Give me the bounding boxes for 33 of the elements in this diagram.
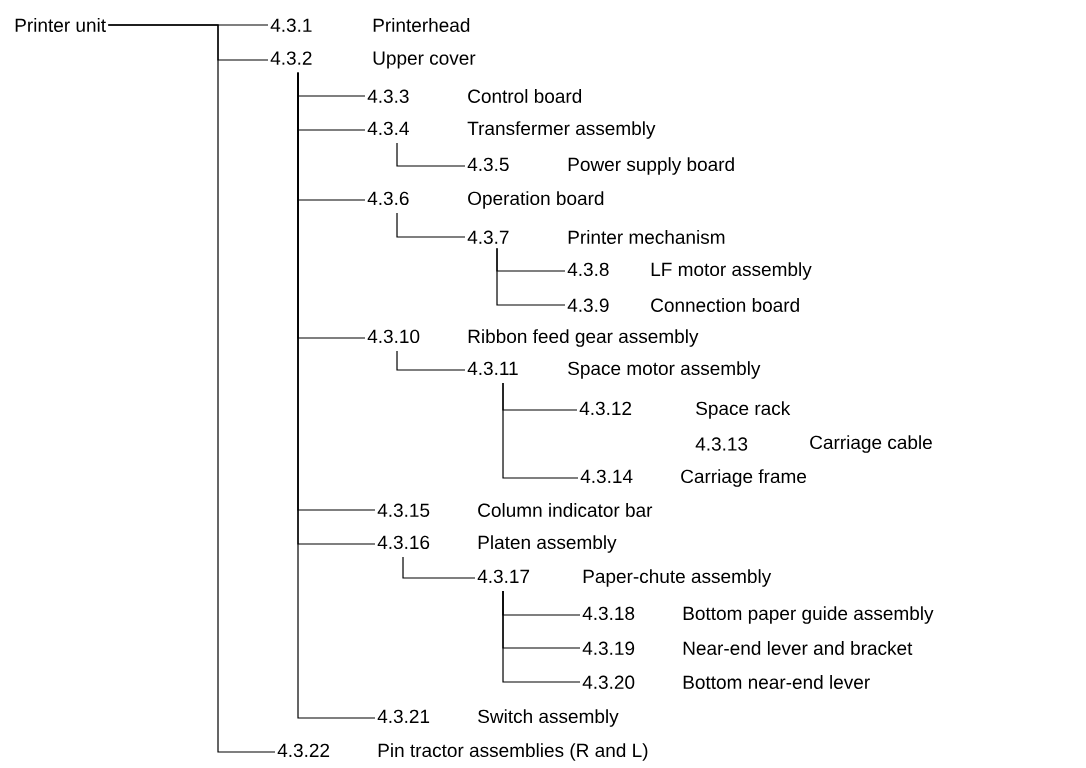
tree-line	[297, 72, 376, 719]
tree-line	[396, 350, 466, 371]
item-label: 4.3.7 Printer mechanism	[467, 230, 725, 244]
item-label: Carriage cable	[810, 435, 932, 453]
item-label: 4.3.4 Transfermer assembly	[367, 121, 656, 139]
tree-line	[496, 247, 566, 306]
item-label: 4.3.8 LF motor assembly	[567, 262, 812, 280]
tree-line	[402, 556, 476, 579]
item-label: Printer unit	[15, 18, 106, 32]
item-label: 4.3.21 Switch assembly	[377, 709, 619, 727]
item-label: 4.3.20 Bottom near-end lever	[582, 675, 870, 689]
item-label: 4.3.1 Printerhead	[270, 18, 470, 32]
item-label: 4.3.13	[695, 437, 748, 451]
item-label: 4.3.22 Pin tractor assemblies (R and L)	[277, 743, 648, 761]
item-label: 4.3.11 Space motor assembly	[467, 361, 761, 379]
tree-line	[502, 382, 579, 479]
tree-line	[502, 590, 581, 683]
item-label: 4.3.2 Upper cover	[270, 51, 476, 69]
tree-line	[107, 24, 276, 753]
item-label: 4.3.18 Bottom paper guide assembly	[582, 606, 934, 624]
item-label: 4.3.5 Power supply board	[467, 157, 734, 175]
item-label: 4.3.17 Paper-chute assembly	[477, 569, 772, 587]
item-label: 4.3.16 Platen assembly	[377, 535, 617, 553]
item-label: 4.3.15 Column indicator bar	[377, 503, 653, 517]
item-label: 4.3.6 Operation board	[367, 191, 604, 209]
item-label: 4.3.9 Connection board	[567, 298, 799, 312]
item-label: 4.3.19 Near-end lever and bracket	[582, 641, 913, 655]
item-label: 4.3.3 Control board	[367, 89, 582, 103]
tree-line	[396, 212, 466, 238]
tree-line	[396, 142, 466, 167]
item-label: 4.3.10 Ribbon feed gear assembly	[367, 329, 699, 347]
item-label: 4.3.12 Space rack	[579, 401, 791, 419]
item-label: 4.3.14 Carriage frame	[580, 469, 807, 487]
